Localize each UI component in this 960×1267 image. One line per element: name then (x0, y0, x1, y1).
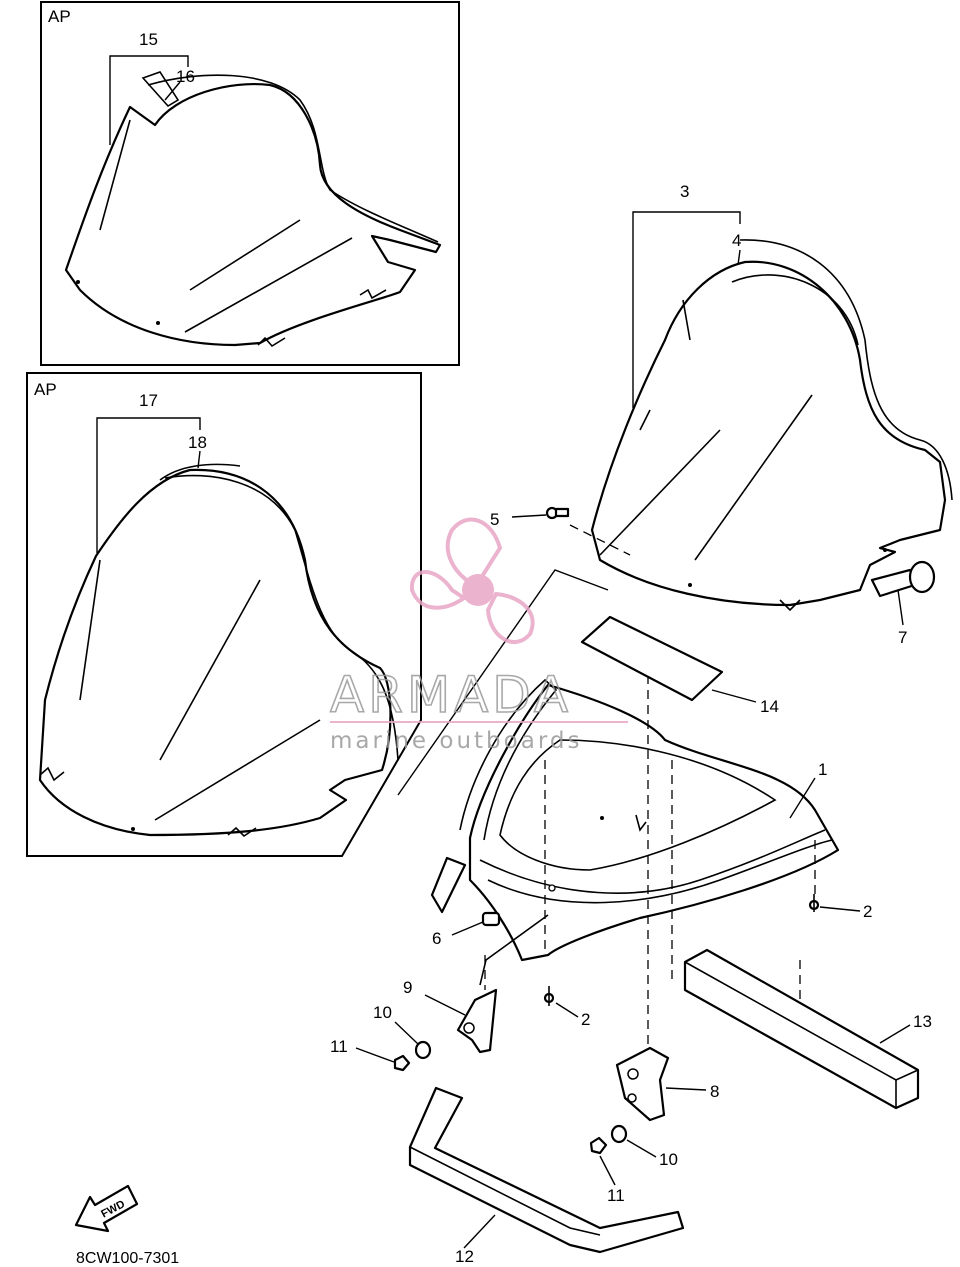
inset-label-top: AP (48, 7, 71, 26)
callout-12: 12 (455, 1247, 474, 1266)
callout-10-left: 10 (373, 1003, 392, 1022)
leader-10-right (626, 1139, 657, 1158)
nut-11-right (589, 1136, 608, 1155)
callout-2-right: 2 (863, 902, 872, 921)
callout-10-right: 10 (659, 1150, 678, 1169)
bracket-9 (456, 914, 549, 1054)
leader-6 (451, 921, 484, 936)
dashline-5 (569, 524, 631, 556)
screw-2-middle (543, 986, 555, 1006)
leader-16 (164, 81, 181, 101)
inset-panel-top: AP 15 16 (40, 1, 460, 366)
foam-strip-12 (408, 1086, 685, 1254)
callout-14: 14 (760, 697, 779, 716)
watermark: ARMADA marine outboards (329, 517, 628, 754)
bracket-15 (109, 55, 189, 145)
callout-3: 3 (680, 182, 689, 201)
callout-16: 16 (176, 67, 195, 86)
bracket-8 (615, 1046, 670, 1122)
callout-11-left: 11 (330, 1037, 348, 1056)
callout-13: 13 (913, 1012, 932, 1031)
callout-2-middle: 2 (581, 1010, 590, 1029)
callout-18: 18 (188, 433, 207, 452)
leader-7 (897, 589, 904, 626)
leader-10-left (394, 1021, 419, 1045)
callout-8: 8 (710, 1082, 719, 1101)
callout-5: 5 (490, 510, 499, 529)
inset-label-middle: AP (34, 380, 57, 399)
watermark-title: ARMADA (330, 666, 572, 724)
callout-9: 9 (403, 978, 412, 997)
foam-bar-13 (683, 948, 920, 1110)
leader-11-left (355, 1047, 395, 1063)
inset-panel-middle: AP 17 18 (26, 372, 422, 857)
leader-11-right (599, 1155, 616, 1186)
windshield-15 (64, 71, 442, 348)
leader-1 (789, 777, 816, 819)
watermark-subtitle: marine outboards (330, 728, 582, 754)
document-number: 8CW100-7301 (76, 1250, 179, 1267)
windshield-17 (38, 463, 399, 838)
callout-6: 6 (432, 929, 441, 948)
windshield-3 (590, 239, 953, 612)
bracket-17 (96, 417, 201, 553)
fwd-arrow-icon: FWD (74, 1184, 139, 1233)
knob-7 (870, 560, 936, 598)
nut-11-left (393, 1054, 411, 1072)
callout-1: 1 (818, 760, 827, 779)
inset-frame-middle (26, 372, 422, 857)
callout-7: 7 (898, 628, 907, 647)
leader-18 (197, 450, 201, 469)
screw-2-right (808, 894, 820, 912)
pad-14 (580, 615, 724, 702)
leader-8 (665, 1087, 707, 1091)
callout-11-right: 11 (607, 1186, 625, 1205)
leader-2-right (819, 906, 861, 912)
leader-9 (424, 994, 466, 1016)
inset-frame-top (40, 1, 460, 366)
callout-15: 15 (139, 30, 158, 49)
leader-5 (511, 514, 547, 518)
cowl-1 (430, 678, 840, 962)
outline-line (397, 569, 609, 796)
leader-4 (737, 249, 741, 266)
leader-13 (879, 1024, 911, 1044)
propeller-logo-icon (409, 517, 535, 644)
callout-17: 17 (139, 391, 158, 410)
washer-10-right (610, 1124, 628, 1144)
leader-12 (463, 1214, 496, 1249)
bracket-3 (632, 211, 741, 408)
leader-2-middle (555, 1002, 579, 1018)
leader-14 (711, 689, 757, 703)
screw-5 (545, 506, 570, 520)
callout-4: 4 (732, 231, 741, 250)
washer-10-left (414, 1040, 432, 1060)
grommet-6 (481, 911, 501, 927)
